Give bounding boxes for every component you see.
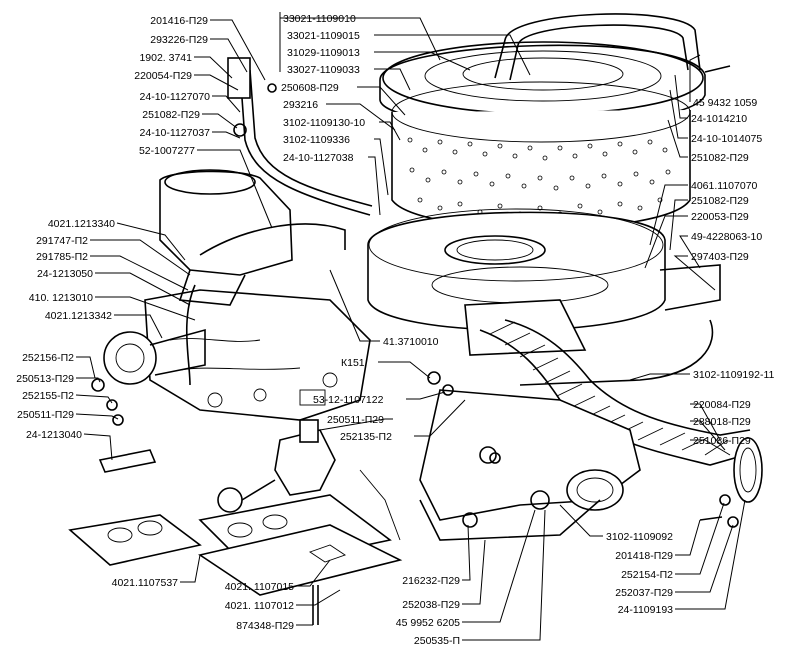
- label-291785-p2: 291785-П2: [36, 251, 88, 263]
- label-251082-p29-top-right: 251082-П29: [691, 152, 749, 164]
- label-220084-p29: 220084-П29: [693, 399, 751, 411]
- label-216232-p29: 216232-П29: [402, 575, 460, 587]
- filter-mesh-pattern: [407, 137, 671, 217]
- label-k151: К151: [341, 357, 365, 369]
- label-251082-p29-left: 251082-П29: [142, 109, 200, 121]
- label-24-1014210: 24-1014210: [691, 113, 747, 125]
- label-201416-p29: 201416-П29: [150, 15, 208, 27]
- label-24-1213050: 24-1213050: [37, 268, 93, 280]
- label-3102-1109130-10: 3102-1109130-10: [283, 117, 365, 129]
- label-250608-p29: 250608-П29: [281, 82, 339, 94]
- label-1902-3741: 1902. 3741: [139, 52, 192, 64]
- label-53-12-1107122: 53-12-1107122: [313, 394, 384, 406]
- label-3102-1109092: 3102-1109092: [606, 531, 673, 543]
- label-297403-p29: 297403-П29: [691, 251, 749, 263]
- label-33021-1109010: 33021-1109010: [283, 13, 356, 25]
- label-220054-p29: 220054-П29: [134, 70, 192, 82]
- label-4021-1213342: 4021.1213342: [45, 310, 112, 322]
- air-filter-assembly: [367, 13, 721, 356]
- label-4021-1213340: 4021.1213340: [48, 218, 115, 230]
- label-252155-p2: 252155-П2: [22, 390, 74, 402]
- label-24-10-1127038: 24-10-1127038: [283, 152, 354, 164]
- label-291747-p2: 291747-П2: [36, 235, 88, 247]
- label-288018-p29: 288018-П29: [693, 416, 751, 428]
- leader-lines: [75, 12, 746, 641]
- heat-shield-gaskets: [68, 419, 403, 625]
- label-33027-1109033: 33027-1109033: [287, 64, 360, 76]
- label-874348-p29: 874348-П29: [236, 620, 294, 632]
- label-250511-p29-left: 250511-П29: [17, 409, 74, 421]
- label-24-10-1127070: 24-10-1127070: [140, 91, 211, 103]
- label-49-4228063-10: 49-4228063-10: [691, 231, 762, 243]
- label-251086-p29: 251086-П29: [693, 435, 751, 447]
- label-252135-p2: 252135-П2: [340, 431, 392, 443]
- label-250511-p29-center: 250511-П29: [327, 414, 384, 426]
- label-252154-p2: 252154-П2: [621, 569, 673, 581]
- label-4021-1107015: 4021. 1107015: [225, 581, 294, 593]
- label-24-10-1127037: 24-10-1127037: [140, 127, 211, 139]
- part-labels: 201416-П29 293226-П29 1902. 3741 220054-…: [16, 13, 774, 647]
- label-410-1213010: 410. 1213010: [29, 292, 93, 304]
- label-4061-1107070: 4061.1107070: [691, 180, 758, 192]
- label-52-1007277: 52-1007277: [139, 145, 195, 157]
- small-fasteners: [91, 65, 739, 528]
- label-250513-p29: 250513-П29: [16, 373, 74, 385]
- label-4021-1107537: 4021.1107537: [112, 577, 179, 589]
- label-33021-1109015: 33021-1109015: [287, 30, 360, 42]
- label-24-10-1014075: 24-10-1014075: [691, 133, 762, 145]
- label-252037-p29: 252037-П29: [615, 587, 673, 599]
- label-293226-p29: 293226-П29: [150, 34, 208, 46]
- label-252038-p29: 252038-П29: [402, 599, 460, 611]
- label-4021-1107012: 4021. 1107012: [225, 600, 294, 612]
- label-45-9952-6205: 45 9952 6205: [396, 617, 460, 629]
- label-24-1213040: 24-1213040: [26, 429, 82, 441]
- label-3102-1109192-11: 3102-1109192-11: [693, 369, 775, 381]
- label-252156-p2: 252156-П2: [22, 352, 74, 364]
- label-250535-p: 250535-П: [414, 635, 460, 647]
- label-293216: 293216: [283, 99, 318, 111]
- intake-hose: [479, 319, 763, 503]
- label-45-9432-1059: 45 9432 1059: [693, 97, 757, 109]
- label-31029-1109013: 31029-1109013: [287, 47, 360, 59]
- label-41-3710010: 41.3710010: [383, 336, 439, 348]
- exhaust-manifold: [359, 389, 641, 541]
- label-220053-p29: 220053-П29: [691, 211, 749, 223]
- label-201418-p29: 201418-П29: [615, 550, 673, 562]
- label-24-1109193: 24-1109193: [618, 604, 673, 616]
- label-3102-1109336: 3102-1109336: [283, 134, 350, 146]
- label-251082-p29-right: 251082-П29: [691, 195, 749, 207]
